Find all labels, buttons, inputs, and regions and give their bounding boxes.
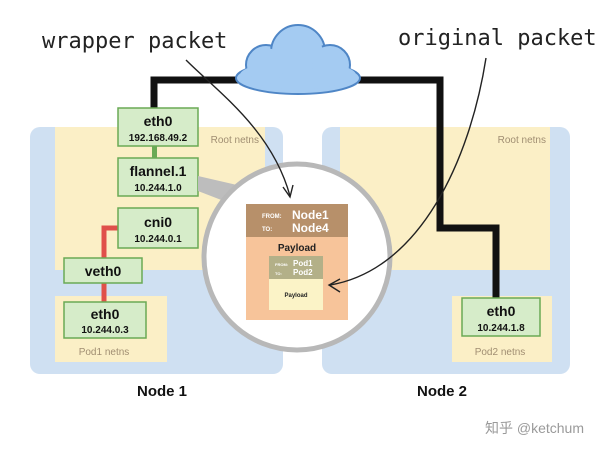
- pod2-netns-label: Pod2 netns: [475, 347, 526, 358]
- pod1-eth0-ip: 10.244.0.3: [81, 325, 129, 336]
- wrapper-arrow: [185, 59, 294, 199]
- inner-to-label: TO:: [275, 271, 282, 276]
- outer-from-value: Node1: [292, 208, 329, 222]
- node1-eth0-name: eth0: [144, 113, 173, 129]
- pod2-eth0-name: eth0: [487, 303, 516, 319]
- inner-to-value: Pod2: [293, 268, 313, 277]
- outer-from-label: FROM:: [262, 214, 282, 220]
- inner-from-value: Pod1: [293, 259, 313, 268]
- watermark: 知乎 @ketchum: [485, 420, 584, 436]
- pod1-eth0-interface: eth0 10.244.0.3: [63, 301, 147, 339]
- pod2-eth0-ip: 10.244.1.8: [477, 323, 525, 334]
- original-packet: FROM: Pod1 TO: Pod2 Payload: [269, 256, 323, 310]
- cni0-name: cni0: [144, 214, 172, 230]
- flannel-name: flannel.1: [130, 163, 187, 179]
- original-arrow: [327, 57, 487, 293]
- veth0-name: veth0: [85, 263, 122, 279]
- outer-to-label: TO:: [262, 227, 272, 233]
- original-packet-annotation: original packet: [398, 26, 597, 51]
- eth0-flannel-link: [152, 146, 157, 158]
- pod1-netns-label: Pod1 netns: [79, 347, 130, 358]
- inner-payload-label: Payload: [284, 293, 307, 299]
- node1-eth0-interface: eth0 192.168.49.2: [117, 107, 199, 147]
- cloud-icon: [235, 24, 361, 95]
- cni0-interface: cni0 10.244.0.1: [117, 207, 199, 249]
- outer-to-value: Node4: [292, 221, 329, 235]
- node2-root-netns-label: Root netns: [498, 135, 546, 146]
- node2-title: Node 2: [417, 383, 467, 400]
- node1-root-netns-label: Root netns: [211, 135, 259, 146]
- node1-eth0-ip: 192.168.49.2: [129, 133, 188, 144]
- wrapper-packet-annotation: wrapper packet: [42, 29, 227, 54]
- pod2-eth0-interface: eth0 10.244.1.8: [461, 297, 541, 337]
- inner-from-label: FROM:: [275, 262, 288, 267]
- flannel-ip: 10.244.1.0: [134, 183, 182, 194]
- outer-payload-label: Payload: [278, 243, 316, 254]
- physical-link: [150, 76, 500, 298]
- pod1-eth0-name: eth0: [91, 306, 120, 322]
- node1-title: Node 1: [137, 383, 187, 400]
- flannel-interface: flannel.1 10.244.1.0: [117, 157, 199, 197]
- veth0-interface: veth0: [63, 257, 143, 284]
- cni0-ip: 10.244.0.1: [134, 234, 182, 245]
